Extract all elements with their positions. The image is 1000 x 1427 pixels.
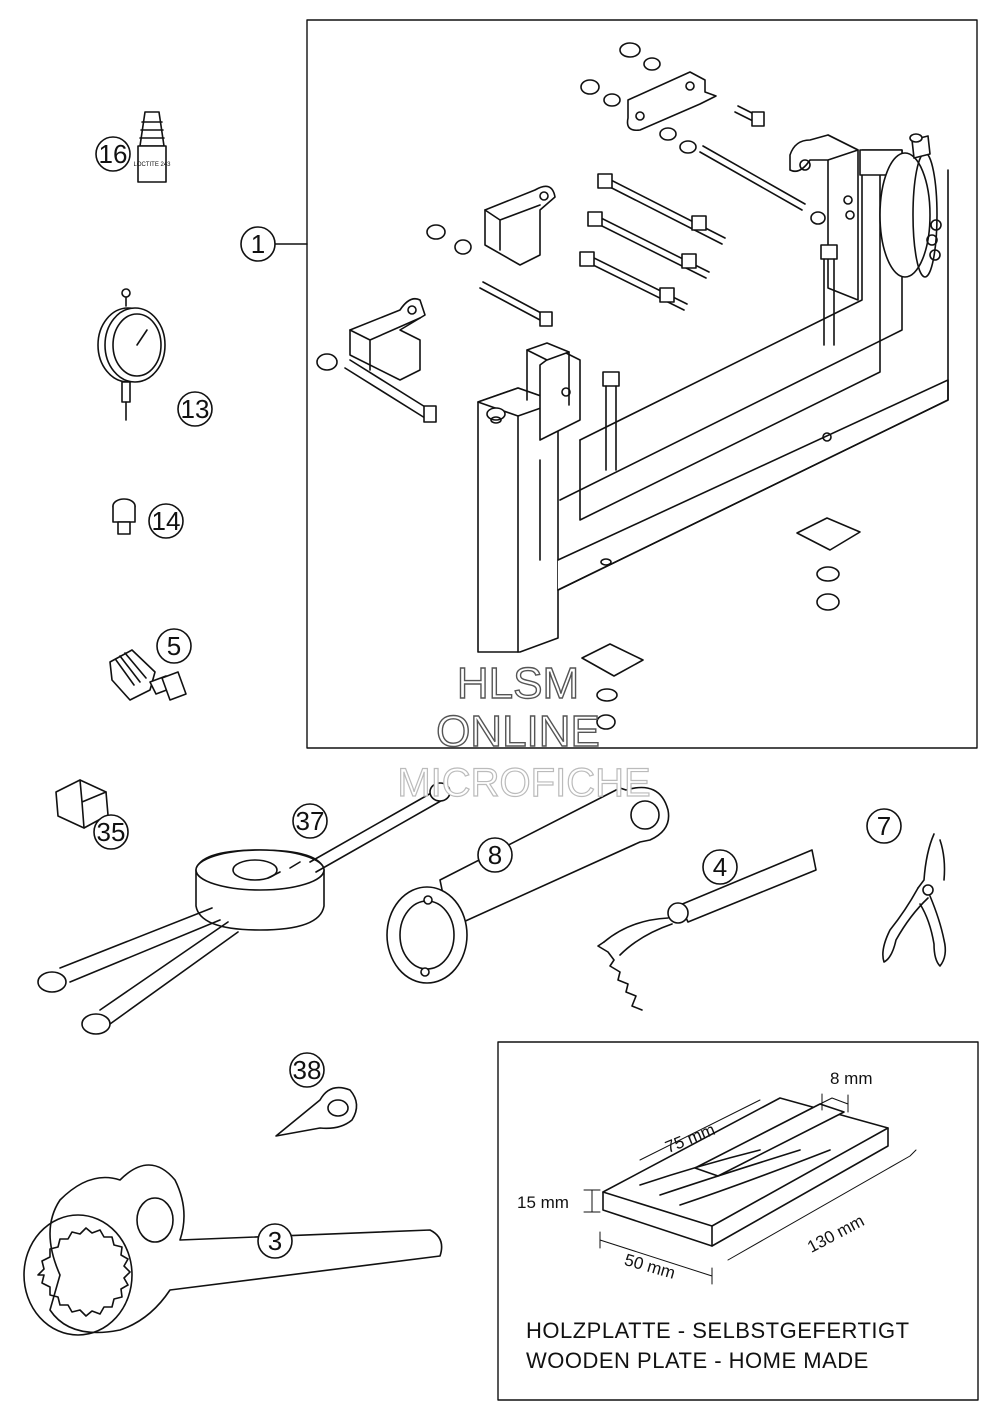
callout-37: 37 (292, 803, 328, 839)
svg-text:38: 38 (293, 1055, 322, 1085)
wooden-plate-note-de: HOLZPLATTE - SELBSTGEFERTIGT (526, 1318, 910, 1343)
watermark-line-3: MICROFICHE (397, 761, 650, 805)
dim-50mm: 50 mm (622, 1250, 677, 1283)
callout-38: 38 (289, 1052, 325, 1088)
callout-1: 1 (240, 226, 276, 262)
puller-tool (109, 649, 187, 701)
svg-text:1: 1 (251, 229, 265, 259)
dim-130mm: 130 mm (804, 1211, 867, 1257)
svg-text:13: 13 (181, 394, 210, 424)
crankshaft-puller (37, 782, 451, 1035)
pin-wrench (386, 786, 670, 984)
callout-7: 7 (866, 808, 902, 844)
lock-washer-tool (275, 1086, 358, 1137)
watermark-line-2: ONLINE (436, 707, 600, 756)
loctite-bottle (137, 111, 167, 183)
threaded-rods (579, 145, 806, 311)
svg-text:37: 37 (296, 806, 325, 836)
dim-8mm: 8 mm (830, 1069, 873, 1088)
dimension-lines (583, 1093, 917, 1285)
stand-bracket-left (349, 297, 426, 381)
clutch-holding-tool (23, 1164, 443, 1336)
callout-3: 3 (257, 1223, 293, 1259)
loctite-label: LOCTITE 243 (133, 162, 171, 168)
circlip-pliers (882, 833, 947, 967)
wooden-plate-note-en: WOODEN PLATE - HOME MADE (526, 1348, 869, 1373)
svg-text:8: 8 (488, 840, 502, 870)
foot-plate-right (796, 517, 861, 551)
callout-5: 5 (156, 628, 192, 664)
wooden-plate-note: HOLZPLATTE - SELBSTGEFERTIGT WOODEN PLAT… (526, 1316, 910, 1376)
callout-14: 14 (148, 503, 184, 539)
svg-text:5: 5 (167, 631, 181, 661)
svg-text:7: 7 (877, 811, 891, 841)
wooden-plate-drawing (602, 1097, 889, 1247)
engine-stand-frame-box (306, 19, 978, 749)
dial-gauge (97, 288, 166, 421)
callout-16: 16 (95, 136, 131, 172)
foot-plate-left (581, 643, 644, 677)
nuts-and-washers (316, 42, 840, 730)
watermark: HLSM ONLINE MICROFICHE (397, 658, 652, 805)
watermark-line-1: HLSM (457, 659, 579, 708)
dim-15mm: 15 mm (517, 1193, 569, 1212)
hook-wrench (597, 849, 817, 1011)
svg-text:3: 3 (268, 1226, 282, 1256)
callout-4: 4 (702, 849, 738, 885)
wooden-plate-box (497, 1041, 979, 1401)
stand-bracket-top (626, 71, 717, 132)
svg-text:35: 35 (97, 817, 126, 847)
svg-text:16: 16 (99, 139, 128, 169)
svg-text:4: 4 (713, 852, 727, 882)
callout-13: 13 (177, 391, 213, 427)
bolts (344, 105, 838, 471)
gauge-adapter (112, 498, 136, 535)
svg-text:14: 14 (152, 506, 181, 536)
callout-8: 8 (477, 837, 513, 873)
callout-35: 35 (93, 814, 129, 850)
engine-stand-frame (477, 133, 949, 653)
stand-bracket-center (484, 185, 556, 266)
